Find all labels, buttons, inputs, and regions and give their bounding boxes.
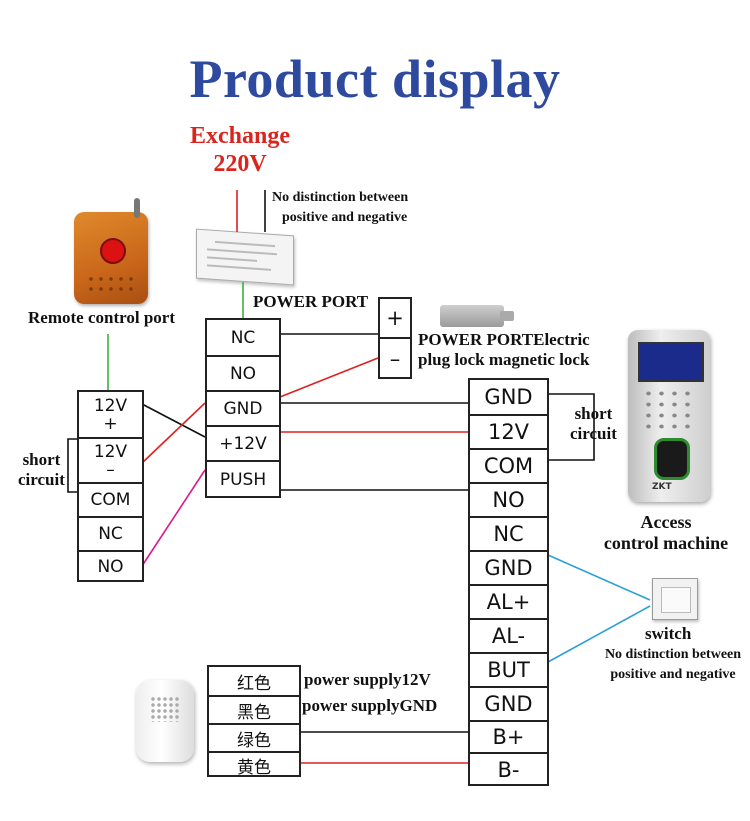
psu-polarity-note: No distinction between positive and nega… <box>272 188 408 228</box>
psu-note-line2: positive and negative <box>282 210 408 225</box>
short-circuit-left-label: short circuit <box>18 450 65 490</box>
short-circuit-left-line2: circuit <box>18 470 65 489</box>
short-circuit-right-label: short circuit <box>570 404 617 444</box>
doorbell-wire-table: 红色 黑色 绿色 黄色 <box>207 665 301 778</box>
switch-wire-but <box>547 605 651 663</box>
lock-label-line2: plug lock magnetic lock <box>418 350 590 369</box>
access-machine-line2: control machine <box>603 533 729 553</box>
remote-12v-plus-to-psu <box>141 403 206 438</box>
controller-terminal-com: COM <box>470 448 547 482</box>
switch-note-line1: No distinction between <box>604 647 742 662</box>
remote-terminal-12v-plus: 12V + <box>79 392 142 437</box>
wire-color-red: 红色 <box>237 673 271 694</box>
psu-terminal-gnd: GND <box>207 390 279 425</box>
switch-polarity-note: No distinction between positive and nega… <box>596 645 750 685</box>
switch-note-line2: positive and negative <box>610 667 736 682</box>
controller-terminal-block: GND 12V COM NO NC GND AL+ AL- BUT GND B+… <box>468 378 549 786</box>
electric-lock-icon <box>440 305 514 327</box>
remote-port-label: Remote control port <box>28 308 175 327</box>
controller-terminal-b-minus: B- <box>470 752 547 786</box>
psu-terminal-12v: +12V <box>207 425 279 460</box>
short-circuit-left-line1: short <box>22 450 61 469</box>
remote-12v-minus-line2: – <box>106 459 115 480</box>
short-circuit-right-line2: circuit <box>570 424 617 443</box>
controller-terminal-gnd-1: GND <box>484 385 533 409</box>
controller-terminal-12v: 12V <box>470 414 547 448</box>
controller-terminal-al-minus: AL- <box>470 618 547 652</box>
access-machine-label: Access control machine <box>596 512 736 554</box>
doorbell-icon <box>136 680 194 762</box>
remote-no-to-push <box>141 469 206 567</box>
psu-terminal-push: PUSH <box>207 460 279 498</box>
access-control-machine-icon: ZKT <box>628 330 710 502</box>
controller-terminal-but: BUT <box>470 652 547 686</box>
switch-wire-gnd <box>547 554 651 601</box>
remote-control-icon <box>74 198 148 304</box>
wire-color-green: 绿色 <box>209 723 299 751</box>
exit-switch-icon <box>652 578 698 620</box>
remote-terminal-com: COM <box>79 482 142 516</box>
short-circuit-right-bracket <box>548 393 595 461</box>
remote-12v-minus-to-psu-gnd <box>141 402 206 464</box>
remote-12v-minus-line1: 12V <box>93 441 128 462</box>
psu-terminal-no: NO <box>207 355 279 390</box>
controller-terminal-gnd-3: GND <box>470 686 547 720</box>
controller-terminal-al-plus: AL+ <box>470 584 547 618</box>
remote-terminal-12v-minus: 12V – <box>79 437 142 482</box>
lock-label-line1: POWER PORTElectric <box>418 330 590 349</box>
power-supply-12v-label: power supply12V <box>304 670 431 689</box>
remote-12v-plus-line2: + <box>103 413 118 434</box>
remote-terminal-no: NO <box>79 550 142 582</box>
controller-terminal-nc: NC <box>470 516 547 550</box>
psu-note-line1: No distinction between <box>272 190 409 205</box>
power-source-line1: Exchange <box>189 123 290 149</box>
lock-minus-terminal: – <box>380 337 410 379</box>
lock-plus-terminal: + <box>386 306 404 330</box>
power-supply-gnd-label: power supplyGND <box>302 696 438 715</box>
lock-label: POWER PORTElectric plug lock magnetic lo… <box>418 330 590 370</box>
page-title: Product display <box>189 49 561 109</box>
wire-color-black: 黑色 <box>209 695 299 723</box>
controller-terminal-gnd-2: GND <box>470 550 547 584</box>
wire-color-yellow: 黄色 <box>209 751 299 778</box>
power-source-label: Exchange 220V <box>170 122 310 178</box>
remote-terminal-nc: NC <box>79 516 142 550</box>
power-port-label: POWER PORT <box>253 292 369 311</box>
lock-terminal-block: + – <box>378 297 412 379</box>
power-source-line2: 220V <box>213 151 267 177</box>
psu-terminal-nc: NC <box>230 327 256 348</box>
gnd-to-lock-minus <box>279 357 379 398</box>
switch-label: switch <box>645 624 692 643</box>
access-machine-line1: Access <box>640 512 692 532</box>
controller-terminal-b-plus: B+ <box>470 720 547 752</box>
short-circuit-left-bracket <box>67 438 77 493</box>
controller-terminal-no: NO <box>470 482 547 516</box>
psu-terminal-block: NC NO GND +12V PUSH <box>205 318 281 498</box>
remote-12v-plus-line1: 12V <box>93 395 128 416</box>
remote-terminal-block: 12V + 12V – COM NC NO <box>77 390 144 582</box>
short-circuit-right-line1: short <box>574 404 613 423</box>
